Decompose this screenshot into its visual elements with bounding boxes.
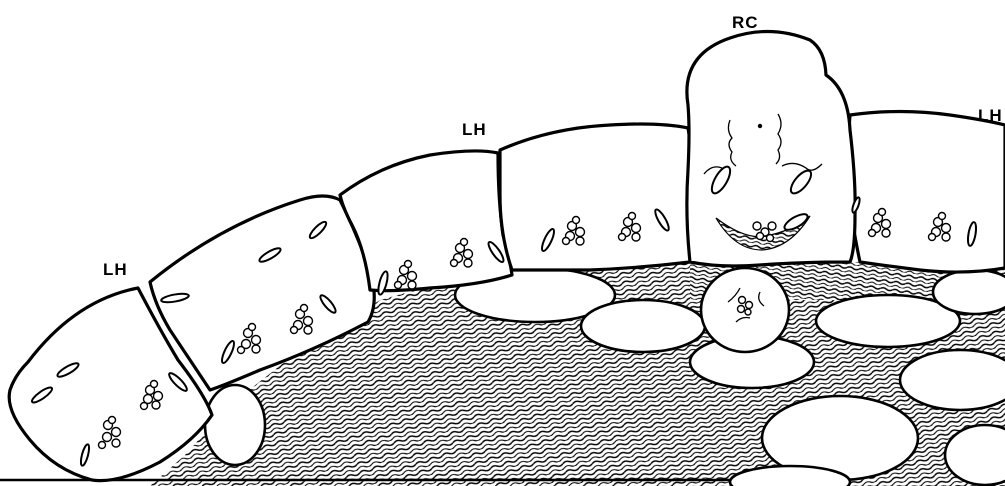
disc-cell bbox=[900, 350, 1005, 410]
label-lh-right: LH bbox=[978, 106, 1003, 125]
label-rc: RC bbox=[732, 13, 759, 32]
lh-cell-6 bbox=[848, 112, 1005, 273]
lh-cell-4 bbox=[500, 124, 698, 270]
label-lh-left: LH bbox=[103, 260, 128, 279]
rc-cell bbox=[687, 31, 855, 266]
disc-cell bbox=[933, 270, 1005, 314]
label-lh-middle: LH bbox=[462, 120, 487, 139]
disc-cell bbox=[581, 300, 705, 352]
disc-cell bbox=[205, 385, 265, 465]
lh-cell-3 bbox=[340, 151, 512, 291]
rc-nucleolus bbox=[758, 124, 762, 128]
